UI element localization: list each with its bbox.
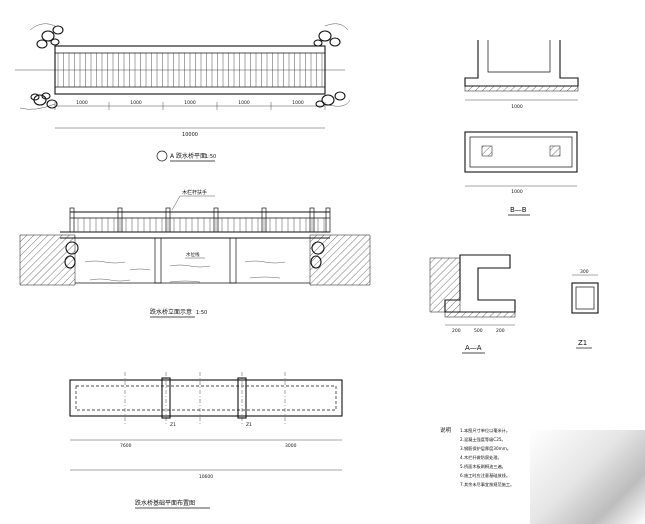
elevation-water-level-text: 水位线 xyxy=(186,251,200,258)
column-z1-outline xyxy=(571,282,599,314)
foundation-pier-1 xyxy=(161,377,171,419)
column-z1-rebar xyxy=(575,286,595,310)
foundation-dim-1: 7600 xyxy=(120,443,132,449)
notes-line-5: 5.桥面木板刷桐油三遍。 xyxy=(460,463,506,470)
elevation-callout-leader xyxy=(171,195,181,211)
section-bb-label: B—B xyxy=(510,206,527,214)
notes-heading: 说明 xyxy=(440,426,452,434)
elevation-post xyxy=(325,207,331,233)
notes-line-2: 2.混凝土强度等级C25。 xyxy=(460,436,506,443)
foundation-outline-inner xyxy=(75,385,337,411)
column-z1-dim: 300 xyxy=(580,269,589,275)
plan-view: 1000 1000 1000 1000 1000 10000 A 跌水桥平面 1:50 xyxy=(15,23,351,162)
plan-dim-label: 1000 xyxy=(292,100,304,106)
foundation-dim-2: 3000 xyxy=(285,443,297,449)
elevation-ground-right xyxy=(309,234,371,286)
notes-line-6: 6.施工时应注意基础放线。 xyxy=(460,472,510,479)
elevation-view: 木栏杆扶手 水位线 跌水桥立面示意 1:50 xyxy=(19,189,371,318)
plan-view-marker xyxy=(156,150,168,162)
foundation-plan: Z1 Z1 7600 3000 10600 跌水桥基础平面布置图 xyxy=(69,372,343,509)
plan-deck-outline xyxy=(54,45,326,95)
plan-dim-label: 1000 xyxy=(76,100,88,106)
section-aa-dim-3: 200 xyxy=(496,328,505,334)
notes-line-4: 4.木栏杆做防腐处理。 xyxy=(460,454,502,461)
elevation-view-scale: 1:50 xyxy=(196,310,207,316)
elevation-rocks-right xyxy=(310,241,325,269)
section-bb-base-hatch xyxy=(464,85,579,92)
elevation-pier-1 xyxy=(154,237,162,284)
plan-dimension-chain: 1000 1000 1000 1000 1000 xyxy=(54,100,326,129)
elevation-balusters xyxy=(77,218,325,232)
plan-deck-boards xyxy=(57,53,323,87)
foundation-outline-outer xyxy=(69,379,343,417)
notes-block: 说明 1.本图尺寸单位以毫米计。 2.混凝土强度等级C25。 3.钢筋保护层厚度… xyxy=(440,426,514,488)
section-aa-label: A—A xyxy=(465,344,482,352)
section-bb-plan-dim: 1000 xyxy=(511,189,523,195)
plan-rocks-left-bottom xyxy=(30,92,58,109)
section-bb-anchor-2 xyxy=(549,145,561,157)
section-aa-base xyxy=(444,311,516,318)
corner-shading xyxy=(530,430,645,524)
notes-line-3: 3.钢筋保护层厚度30mm。 xyxy=(460,445,511,452)
plan-view-label: A 跌水桥平面 xyxy=(170,152,206,160)
section-bb-inner xyxy=(487,40,551,73)
notes-line-1: 1.本图尺寸单位以毫米计。 xyxy=(460,427,510,434)
notes-line-7: 7.其余未尽事宜按规范施工。 xyxy=(460,481,514,488)
section-aa-dim-1: 200 xyxy=(452,328,461,334)
section-bb-plan-outline xyxy=(464,131,578,173)
section-bb-bottom-dim: 1000 xyxy=(511,104,523,110)
section-aa-dim-2: 500 xyxy=(474,328,483,334)
elevation-post xyxy=(69,207,75,233)
section-bb: 1000 1000 B—B xyxy=(464,40,579,216)
plan-bank-lines xyxy=(19,23,351,110)
plan-dim-label: 1000 xyxy=(184,100,196,106)
plan-total-dimension: 10000 xyxy=(182,132,198,138)
column-z1-label: Z1 xyxy=(578,339,587,347)
section-bb-plan-inner xyxy=(469,136,573,168)
elevation-ground-left xyxy=(19,234,76,286)
section-aa: 200 500 200 A—A xyxy=(429,254,516,354)
elevation-water xyxy=(75,260,310,284)
elevation-pier-2 xyxy=(229,237,237,284)
column-z1: 300 Z1 xyxy=(571,269,599,349)
elevation-view-label: 跌水桥立面示意 xyxy=(150,308,192,316)
foundation-plan-label: 跌水桥基础平面布置图 xyxy=(135,499,195,507)
section-bb-wall-outline xyxy=(464,40,579,87)
elevation-callout-text: 木栏杆扶手 xyxy=(182,189,207,196)
elevation-rocks-left xyxy=(64,241,79,269)
section-bb-anchor-1 xyxy=(481,145,493,157)
plan-rocks-left-top xyxy=(36,25,64,49)
section-aa-wall xyxy=(444,254,516,313)
plan-rocks-right-top xyxy=(313,30,341,47)
foundation-pier-tag-2: Z1 xyxy=(246,422,252,428)
foundation-pier-tag-1: Z1 xyxy=(170,422,176,428)
plan-view-scale: 1:50 xyxy=(205,154,216,160)
foundation-pier-2 xyxy=(237,377,247,419)
plan-dim-label: 1000 xyxy=(130,100,142,106)
foundation-total-dim: 10600 xyxy=(199,474,213,480)
plan-dim-label: 1000 xyxy=(238,100,250,106)
